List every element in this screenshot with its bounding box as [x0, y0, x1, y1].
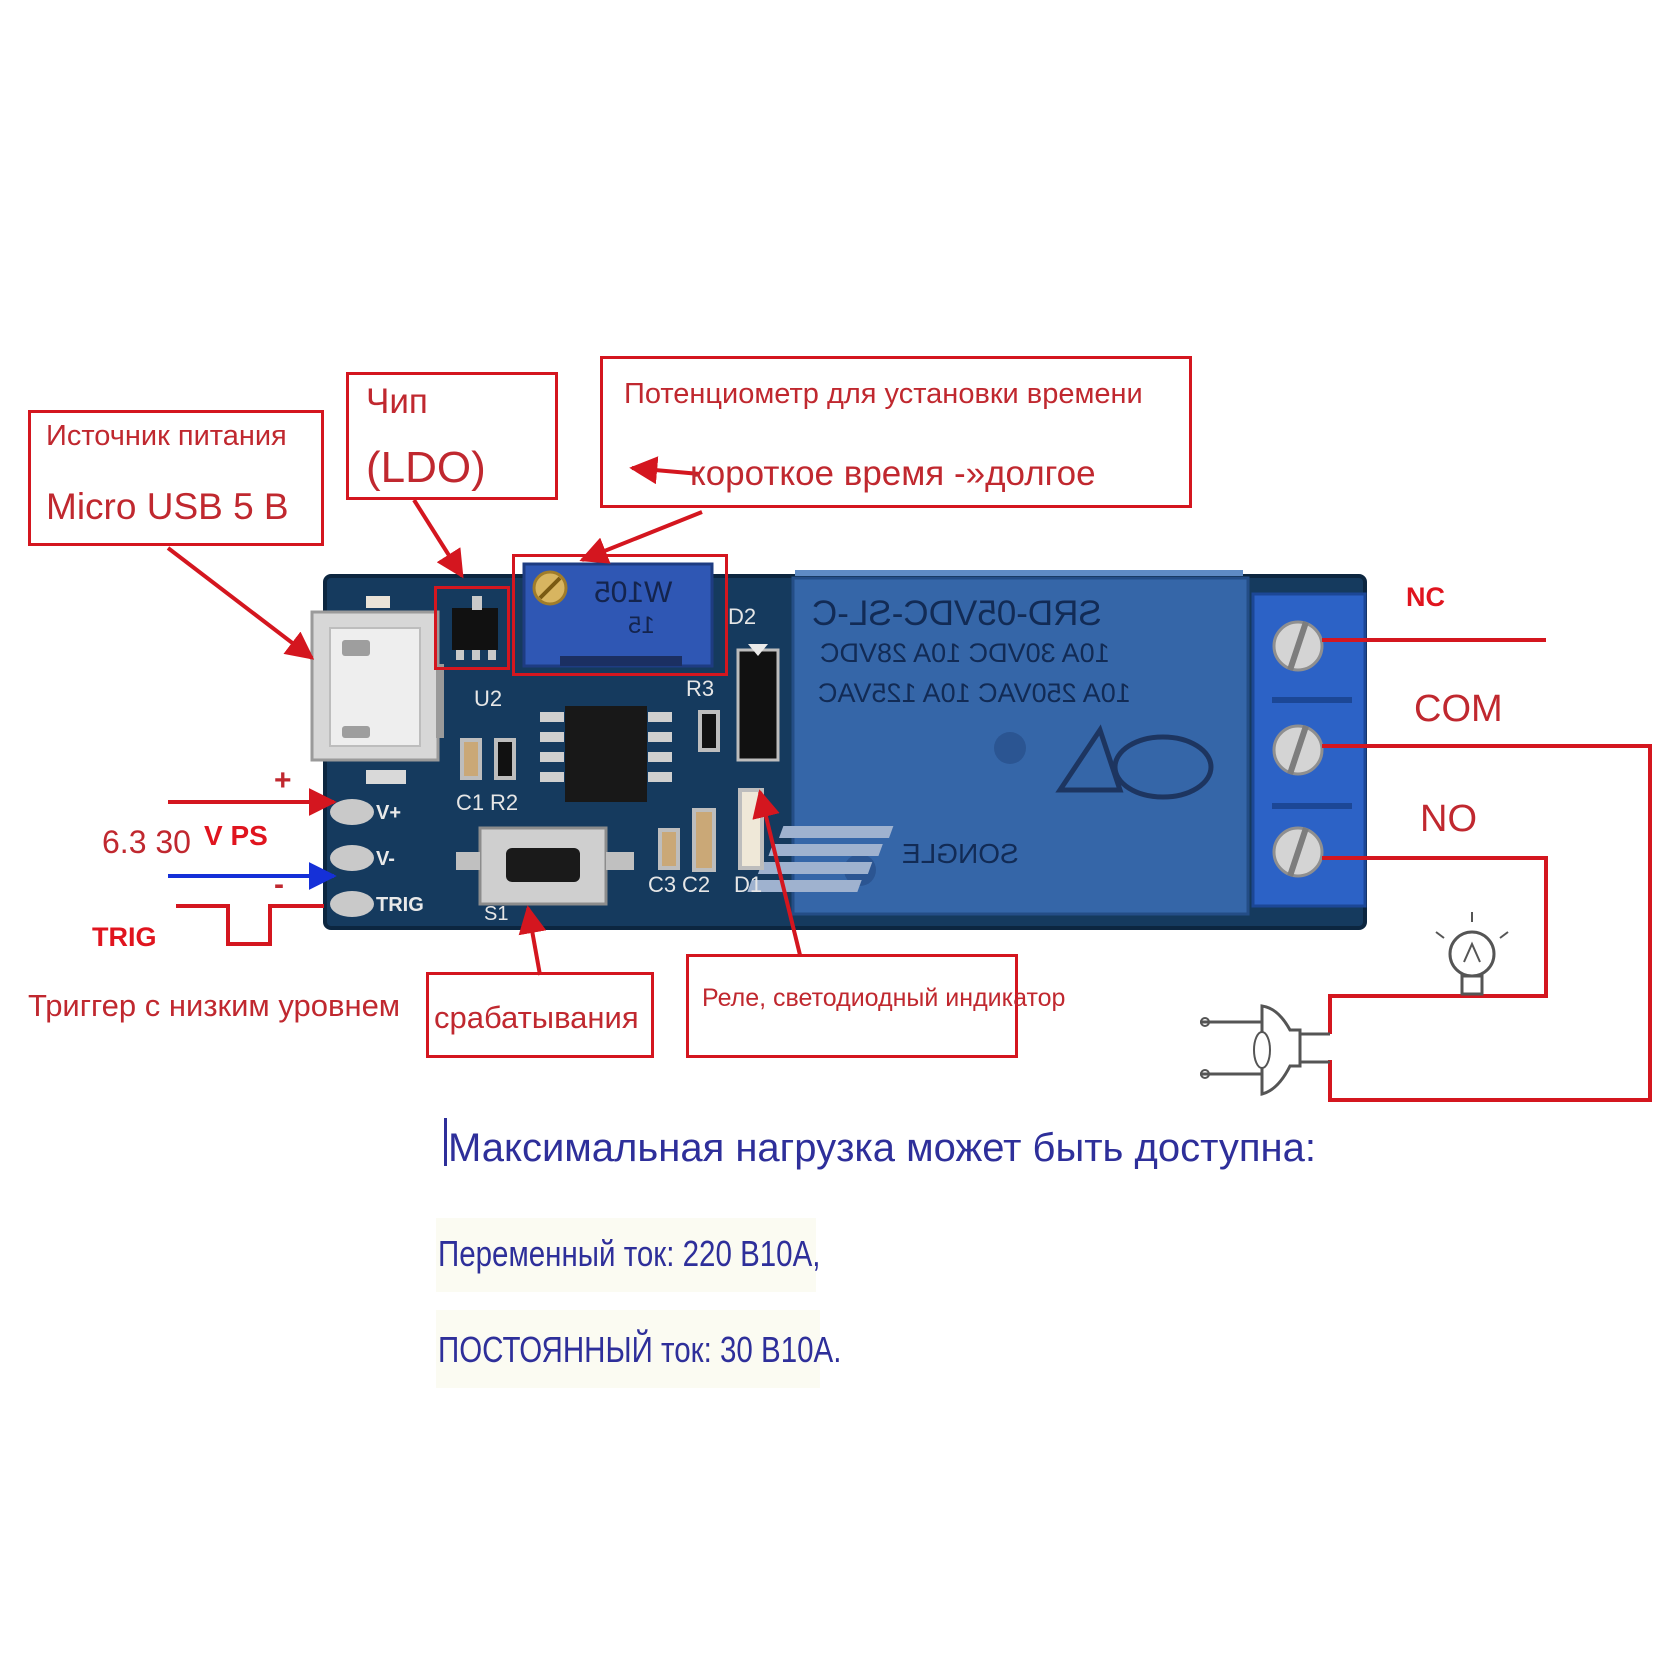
chip-box — [346, 372, 558, 500]
relay-brand-songle: SONGLE — [902, 838, 1019, 869]
timer-ic — [540, 706, 672, 802]
potentiometer-w105 — [522, 562, 714, 668]
silk-c2: C2 — [682, 872, 711, 897]
silk-c1: C1 — [456, 790, 485, 815]
power-plug-icon — [1200, 1004, 1330, 1096]
input-pin-pads — [330, 799, 374, 917]
trigger-text: Триггер с низким уровнем — [28, 988, 401, 1023]
silk-d2: D2 — [728, 604, 757, 629]
micro-usb-connector — [310, 610, 444, 762]
max-load-heading: Максимальная нагрузка может быть доступн… — [448, 1126, 1316, 1170]
silk-c3: C3 — [648, 872, 677, 897]
potentiometer-title: Потенциометр для установки времени — [624, 378, 1143, 410]
silk-s1: S1 — [484, 903, 509, 925]
relay-rating-ac: 10A 250VAC 10A 125VAC — [818, 678, 1131, 708]
voltage-range: 6.3 30 — [102, 824, 191, 860]
potentiometer-highlight-box — [512, 554, 728, 676]
dc-spec-background — [436, 1310, 820, 1388]
silk-d1: D1 — [734, 872, 763, 897]
relay-led-box — [686, 954, 1018, 1058]
silk-r3: R3 — [686, 676, 715, 701]
silk-r2: R2 — [490, 790, 519, 815]
relay-housing — [747, 570, 1250, 916]
silk-u2: U2 — [474, 686, 503, 711]
ldo-chip-u2 — [452, 596, 498, 660]
pin-label-vplus: V+ — [376, 802, 402, 824]
power-supply-title: Источник питания — [46, 420, 287, 452]
text-cursor-mark — [444, 1118, 447, 1166]
trigger-box — [426, 972, 654, 1058]
trig-label: TRIG — [92, 922, 157, 952]
voltage-unit-ps: V PS — [204, 820, 268, 851]
pin-label-vminus: V- — [376, 848, 395, 870]
ac-spec: Переменный ток: 220 В10А, — [438, 1233, 821, 1274]
ac-spec-background — [436, 1218, 816, 1292]
power-supply-box — [28, 410, 324, 546]
dc-spec: ПОСТОЯННЫЙ ток: 30 В10А. — [438, 1329, 842, 1370]
bulb-icon — [1435, 912, 1509, 996]
terminal-nc-label: NC — [1406, 582, 1445, 612]
potentiometer-box — [600, 356, 1192, 508]
power-supply-spec: Micro USB 5 B — [46, 486, 289, 527]
terminal-com-label: COM — [1414, 688, 1503, 730]
trigger-box-text: срабатывания — [434, 1000, 639, 1035]
relay-led-text: Реле, светодиодный индикатор — [702, 984, 1066, 1012]
ldo-highlight-box — [434, 586, 510, 670]
minus-sign: - — [274, 868, 284, 901]
push-button-s1 — [456, 826, 634, 906]
pin-label-trig: TRIG — [376, 894, 424, 916]
chip-ldo: (LDO) — [366, 443, 486, 492]
screw-terminal-block — [1251, 592, 1367, 908]
relay-rating-dc: 10A 30VDC 10A 28VDC — [820, 638, 1110, 668]
terminal-no-label: NO — [1420, 798, 1477, 840]
plus-sign: + — [274, 764, 292, 797]
chip-title: Чип — [366, 382, 428, 421]
relay-model-text: SRD-05VDC-SL-C — [812, 594, 1102, 633]
potentiometer-direction: короткое время -»долгое — [690, 454, 1096, 493]
